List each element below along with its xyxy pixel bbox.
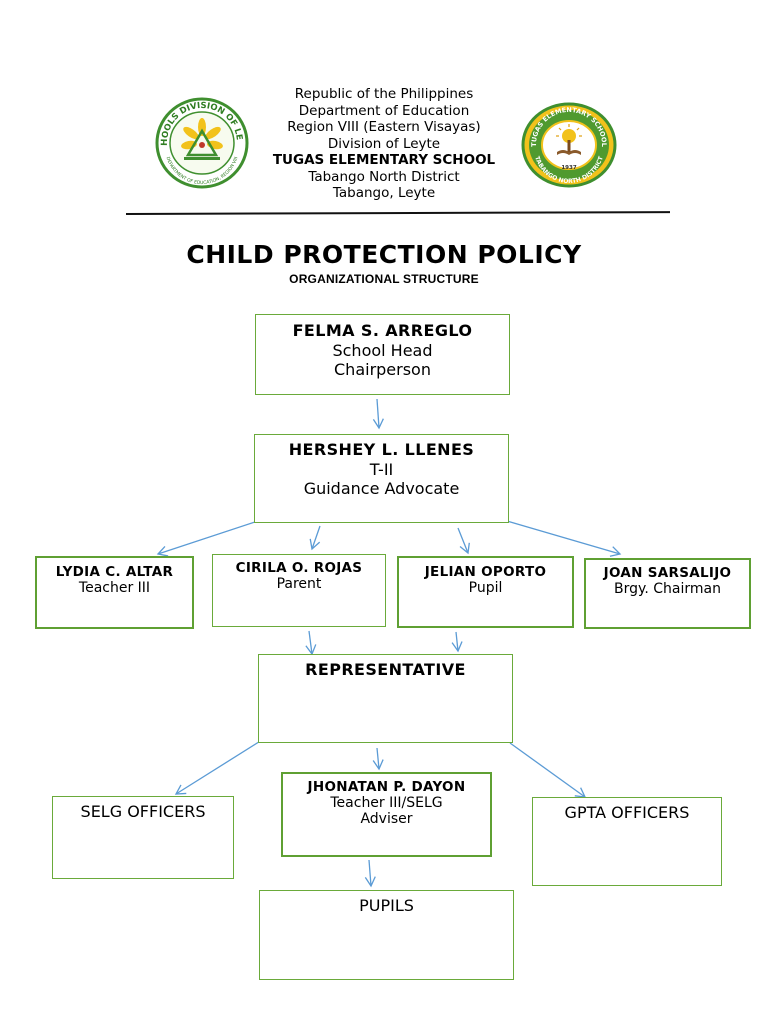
node-parent: CIRILA O. ROJAS Parent [212,554,386,627]
arrow-representative-to-adviser [372,747,384,771]
node-guidance-advocate-role: Guidance Advocate [303,479,460,498]
letterhead-school-name: TUGAS ELEMENTARY SCHOOL [272,152,496,168]
node-gpta-officers: GPTA OFFICERS [532,797,722,886]
arrow-parent-to-representative [305,630,317,656]
node-school-head: FELMA S. ARREGLO School Head Chairperson [255,314,510,395]
node-school-head-name: FELMA S. ARREGLO [292,321,473,340]
tugas-elementary-school-seal: TUGAS ELEMENTARY SCHOOL TABANGO NORTH DI… [521,102,617,188]
letterhead-division: Division of Leyte [327,135,441,152]
arrow-head-to-advocate [372,398,384,430]
schools-division-of-leyte-seal: SCHOOLS DIVISION OF LEYTE DEPARTMENT OF … [155,97,249,189]
page-subtitle: ORGANIZATIONAL STRUCTURE [289,272,479,286]
node-barangay-chairman: JOAN SARSALIJO Brgy. Chairman [584,558,751,629]
page-title: CHILD PROTECTION POLICY [186,240,582,269]
letterhead-region: Region VIII (Eastern Visayas) [287,119,481,135]
node-representative-label: REPRESENTATIVE [305,660,466,679]
arrow-pupil-to-representative [451,631,463,653]
arrow-advocate-to-teacher [156,521,256,557]
letterhead-department: Department of Education [298,102,470,119]
node-parent-role: Parent [276,576,322,592]
arrow-representative-to-gpta [509,742,587,798]
node-selg-adviser-name: JHONATAN P. DAYON [307,779,466,795]
node-selg-officers-label: SELG OFFICERS [80,802,206,821]
node-school-head-role: School Head [332,341,433,360]
node-pupil-role: Pupil [468,580,503,596]
arrow-adviser-to-pupils [364,859,376,888]
node-pupils: PUPILS [259,890,514,980]
node-selg-adviser-role: Teacher III/SELG [330,795,443,811]
node-pupil: JELIAN OPORTO Pupil [397,556,574,628]
arrow-advocate-to-brgy [506,520,622,557]
seal-year-text: 1937 [561,165,576,171]
node-gpta-officers-label: GPTA OFFICERS [564,803,690,822]
node-pupil-name: JELIAN OPORTO [424,564,547,580]
letterhead-republic: Republic of the Philippines [294,86,474,102]
node-barangay-chairman-name: JOAN SARSALIJO [603,565,732,581]
arrow-advocate-to-pupil [457,527,470,555]
node-barangay-chairman-role: Brgy. Chairman [614,581,721,597]
node-guidance-advocate-rank: T-II [369,460,394,479]
arrow-advocate-to-parent [309,525,321,551]
node-representative: REPRESENTATIVE [258,654,513,743]
arrow-representative-to-selg [174,739,263,795]
letterhead-district: Tabango North District [308,168,460,185]
node-teacher-role: Teacher III [78,580,151,596]
letterhead: Republic of the Philippines Department o… [250,86,518,202]
node-selg-adviser-title: Adviser [360,811,413,827]
node-parent-name: CIRILA O. ROJAS [235,560,363,576]
node-guidance-advocate-name: HERSHEY L. LLENES [288,440,475,459]
letterhead-location: Tabango, Leyte [332,185,436,201]
node-selg-officers: SELG OFFICERS [52,796,234,879]
node-pupils-label: PUPILS [359,896,414,915]
node-school-head-position: Chairperson [334,360,431,379]
node-teacher: LYDIA C. ALTAR Teacher III [35,556,194,629]
node-teacher-name: LYDIA C. ALTAR [55,564,174,580]
node-guidance-advocate: HERSHEY L. LLENES T-II Guidance Advocate [254,434,509,523]
node-selg-adviser: JHONATAN P. DAYON Teacher III/SELG Advis… [281,772,492,857]
